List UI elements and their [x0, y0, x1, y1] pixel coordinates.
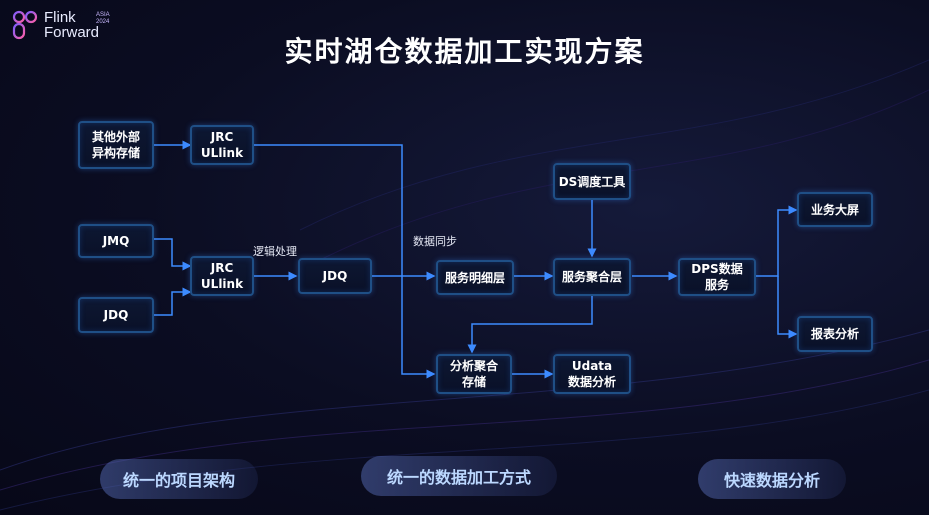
node-jdq-mid: JDQ — [298, 258, 372, 294]
node-jdq-source: JDQ — [78, 297, 154, 333]
page-title: 实时湖仓数据加工实现方案 — [284, 35, 645, 68]
pill-unified-architecture: 统一的项目架构 — [100, 459, 258, 499]
logo-asia: ASIA — [96, 12, 110, 18]
node-service-detail: 服务明细层 — [436, 260, 514, 295]
node-big-screen: 业务大屏 — [797, 192, 873, 227]
flink-logo-icon — [12, 10, 38, 40]
logo-tag: ASIA 2024 — [96, 12, 110, 26]
node-other-storage: 其他外部 异构存储 — [78, 121, 154, 169]
node-service-agg: 服务聚合层 — [553, 258, 631, 296]
node-dps: DPS数据 服务 — [678, 258, 756, 296]
label-logic-processing: 逻辑处理 — [253, 245, 297, 258]
node-jrc-ulink-top: JRC ULlink — [190, 125, 254, 165]
edge-jrc-top-to-bus — [254, 144, 403, 276]
pill-unified-processing: 统一的数据加工方式 — [361, 456, 557, 496]
node-udata: Udata 数据分析 — [553, 354, 631, 394]
logo-line2: Forward — [44, 24, 100, 41]
flink-forward-logo: Flink Forward — [12, 10, 99, 40]
node-ds-tool: DS调度工具 — [553, 163, 631, 200]
logo-year: 2024 — [96, 19, 110, 25]
node-jrc-ulink-mid: JRC ULlink — [190, 256, 254, 296]
label-data-sync: 数据同步 — [413, 235, 457, 248]
node-report: 报表分析 — [797, 316, 873, 352]
edge-dps-branch — [756, 205, 798, 277]
edge-dps-to-report — [777, 276, 798, 339]
pill-fast-analysis: 快速数据分析 — [698, 459, 846, 499]
edge-jdq-to-jrc — [154, 287, 192, 316]
edge-agg-to-analysis — [467, 296, 593, 354]
edge-jmq-to-jrc — [154, 238, 192, 271]
node-jmq: JMQ — [78, 224, 154, 258]
edge-bus-to-analysis — [401, 276, 436, 379]
logo-line1: Flink — [44, 9, 76, 26]
node-analysis-storage: 分析聚合 存储 — [436, 354, 512, 394]
